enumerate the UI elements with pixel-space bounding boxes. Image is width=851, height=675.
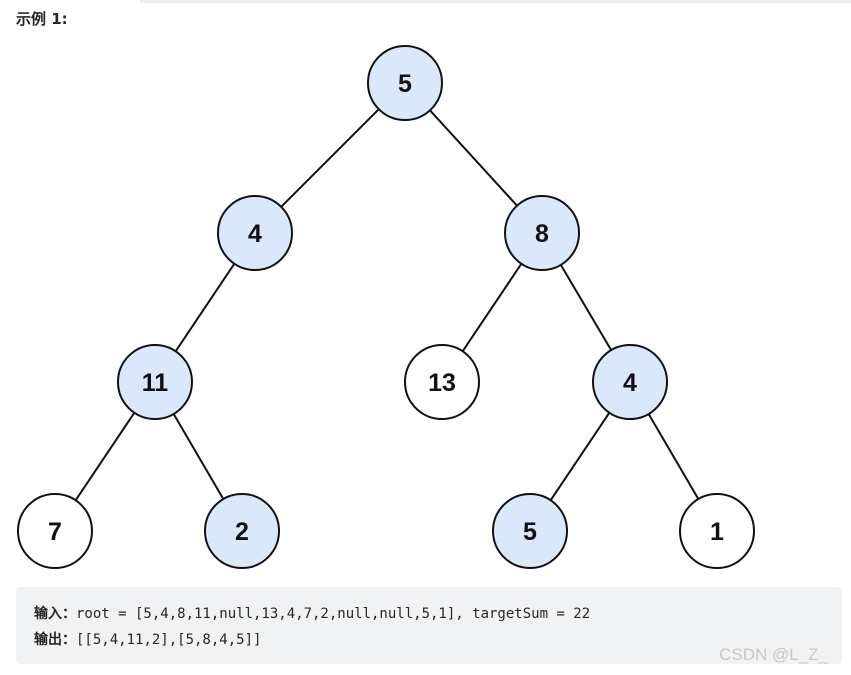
output-line: 输出：[[5,4,11,2],[5,8,4,5]] [34, 629, 261, 649]
tree-node-label: 11 [142, 369, 169, 397]
tree-edge [461, 263, 523, 352]
watermark: CSDN @L_Z_ [719, 645, 828, 664]
tree-node: 13 [404, 344, 480, 420]
tree-node-label: 7 [48, 518, 62, 546]
tree-node-label: 2 [235, 518, 249, 546]
tree-edge [559, 264, 613, 351]
output-label: 输出： [34, 632, 76, 648]
tree-node-circle [204, 493, 280, 569]
output-value: [[5,4,11,2],[5,8,4,5]] [76, 632, 262, 648]
tree-edge [647, 413, 700, 500]
tree-edge [74, 412, 136, 501]
example-code-block: 输入：root = [5,4,8,11,null,13,4,7,2,null,n… [16, 587, 842, 664]
tree-node-label: 4 [623, 369, 637, 397]
input-line: 输入：root = [5,4,8,11,null,13,4,7,2,null,n… [34, 603, 590, 623]
binary-tree-diagram: 5 4 8 11 13 4 7 2 5 1 [17, 45, 755, 569]
input-value: root = [5,4,8,11,null,13,4,7,2,null,null… [76, 606, 591, 622]
tree-node: 2 [204, 493, 280, 569]
tree-edge [172, 413, 225, 500]
tree-node-label: 8 [535, 220, 549, 248]
tree-node-label: 5 [523, 518, 537, 546]
tree-node: 4 [217, 195, 293, 271]
tree-node-circle [504, 195, 580, 271]
tree-edge [280, 108, 380, 208]
tree-node-circle [492, 493, 568, 569]
tree-edge [174, 263, 236, 352]
tree-node-circle [679, 493, 755, 569]
example-heading: 示例 1: [16, 10, 68, 28]
tree-node: 11 [117, 344, 193, 420]
tree-node-circle [117, 344, 193, 420]
tree-edge [549, 412, 611, 501]
tree-node-circle [367, 45, 443, 121]
tree-node-circle [217, 195, 293, 271]
tree-node: 5 [367, 45, 443, 121]
tree-node-label: 4 [248, 220, 262, 248]
tree-node: 5 [492, 493, 568, 569]
tree-node: 1 [679, 493, 755, 569]
tree-node-label: 1 [710, 518, 724, 546]
tree-node-circle [404, 344, 480, 420]
tree-node: 8 [504, 195, 580, 271]
tree-edge [429, 109, 518, 207]
input-label: 输入： [34, 606, 76, 622]
tree-node: 4 [592, 344, 668, 420]
tree-node-label: 13 [428, 369, 456, 397]
top-divider [140, 0, 851, 3]
tree-node-circle [592, 344, 668, 420]
tree-node-label: 5 [398, 70, 412, 98]
tree-node: 7 [17, 493, 93, 569]
tree-node-circle [17, 493, 93, 569]
